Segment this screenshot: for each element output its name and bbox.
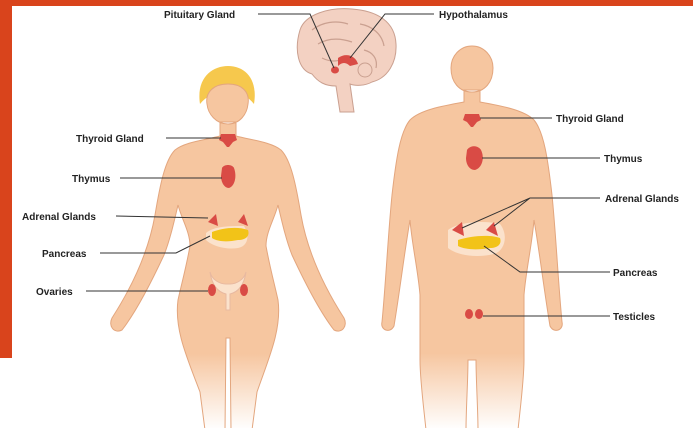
label-male-pancreas: Pancreas [613,268,658,279]
label-female-pancreas: Pancreas [42,249,87,260]
female-figure [111,66,346,428]
endocrine-diagram: Pituitary Gland Hypothalamus Thyroid Gla… [12,6,693,428]
male-figure [382,46,563,428]
label-female-thyroid: Thyroid Gland [76,134,144,145]
ovary-right [240,284,248,296]
ovary-left [208,284,216,296]
label-female-thymus: Thymus [72,174,111,185]
testicle-left [465,309,473,319]
label-male-thymus: Thymus [604,154,643,165]
label-hypothalamus: Hypothalamus [439,10,508,21]
label-female-ovaries: Ovaries [36,287,73,298]
label-male-testicles: Testicles [613,312,655,323]
label-female-adrenal: Adrenal Glands [22,212,96,223]
label-male-adrenal: Adrenal Glands [605,194,679,205]
label-male-thyroid: Thyroid Gland [556,114,624,125]
accent-bar-left [0,0,12,358]
diagram-canvas: Pituitary Gland Hypothalamus Thyroid Gla… [12,6,693,428]
pituitary-organ [331,67,339,74]
testicle-right [475,309,483,319]
brain-illustration [297,9,396,112]
label-pituitary: Pituitary Gland [164,10,235,21]
